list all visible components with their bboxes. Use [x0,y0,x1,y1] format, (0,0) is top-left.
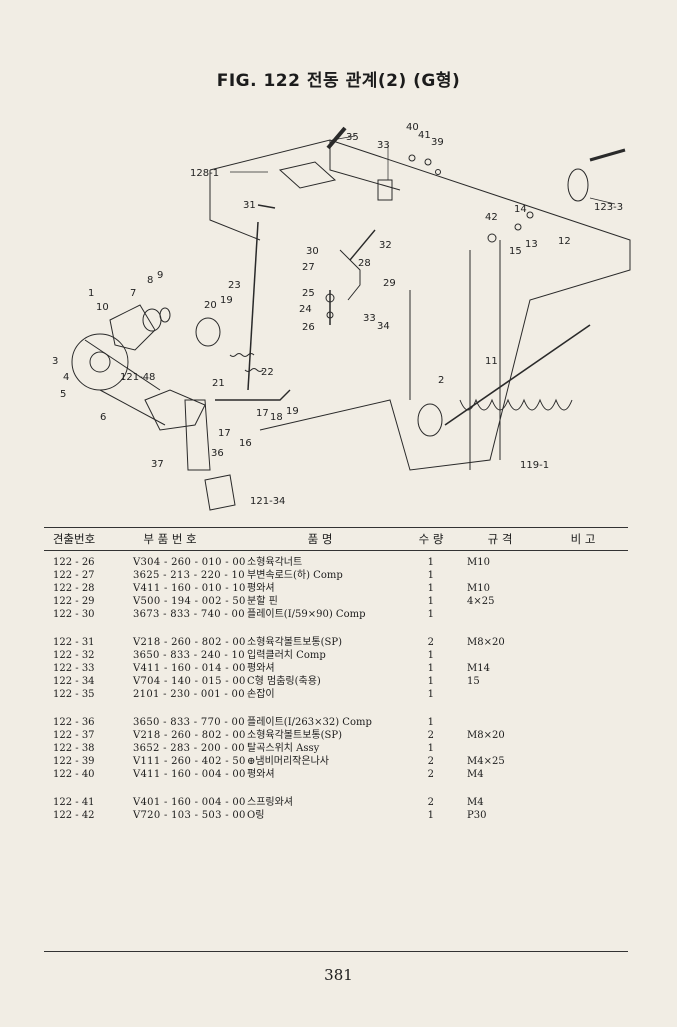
table-header-rule [44,550,628,551]
callout-label: 19 [286,406,299,417]
callout-label: 20 [204,300,217,311]
callout-label: 9 [157,270,163,281]
callout-label: 1 [88,288,94,299]
callout-label: 123-3 [594,202,623,213]
callout-label: 121-48 [120,372,155,383]
callout-label: 37 [151,459,164,470]
callout-label: 7 [130,288,136,299]
callout-label: 24 [299,304,312,315]
callout-label: 27 [302,262,315,273]
callout-label: 28 [358,258,371,269]
header-part-number: 부 품 번 호 [143,532,197,546]
header-part-name: 품 명 [307,532,333,546]
callout-label: 32 [379,240,392,251]
callout-label: 11 [485,356,498,367]
callout-label: 21 [212,378,225,389]
callout-label: 128-1 [190,168,219,179]
callout-label: 40 [406,122,419,133]
callout-label: 30 [306,246,319,257]
exploded-parts-diagram: 35 40 41 39 33 128-1 31 30 32 123-3 14 4… [52,122,631,511]
page-number: 381 [324,966,353,984]
callout-label: 12 [558,236,571,247]
header-index: 견출번호 [52,532,96,546]
header-spec: 규 격 [487,532,513,546]
header-remark: 비 고 [570,532,596,546]
callout-label: 14 [514,204,527,215]
callout-label: 23 [228,280,241,291]
figure-title: FIG. 122 전동 관계(2) (G형) [216,71,461,91]
callout-label: 10 [96,302,109,313]
table-bottom-rule [44,951,628,952]
callout-label: 42 [485,212,498,223]
callout-label: 119-1 [520,460,549,471]
callout-label: 15 [509,246,522,257]
callout-label: 25 [302,288,315,299]
callout-label: 4 [63,372,69,383]
callout-label: 31 [243,200,256,211]
callout-label: 41 [418,130,431,141]
callout-label: 22 [261,367,274,378]
callout-label: 33 [363,313,376,324]
callout-label: 13 [525,239,538,250]
callout-label: 17 [218,428,231,439]
callout-label: 35 [346,132,359,143]
table-top-rule [44,527,628,528]
callout-label: 17 [256,408,269,419]
callout-label: 33 [377,140,390,151]
callout-label: 36 [211,448,224,459]
callout-labels: 35 40 41 39 33 128-1 31 30 32 123-3 14 4… [52,122,623,507]
callout-label: 19 [220,295,233,306]
header-quantity: 수 량 [418,532,444,546]
callout-label: 121-34 [250,496,285,507]
callout-label: 16 [239,438,252,449]
callout-label: 5 [60,389,66,400]
callout-label: 34 [377,321,390,332]
callout-label: 2 [438,375,444,386]
callout-label: 26 [302,322,315,333]
callout-label: 39 [431,137,444,148]
callout-label: 6 [100,412,106,423]
callout-label: 29 [383,278,396,289]
callout-label: 18 [270,412,283,423]
diagram-drawing [71,126,631,511]
callout-label: 3 [52,356,58,367]
callout-label: 8 [147,275,153,286]
